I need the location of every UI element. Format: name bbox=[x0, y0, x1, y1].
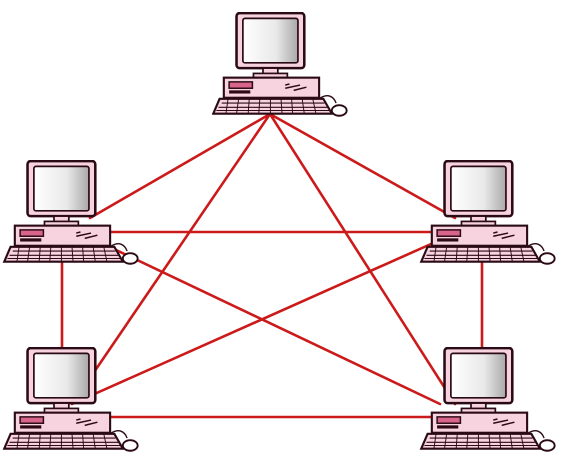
computer-bottom-right bbox=[419, 347, 557, 453]
link-top-to-left bbox=[88, 112, 272, 220]
computer-left bbox=[2, 160, 140, 266]
link-top-to-right bbox=[268, 112, 457, 220]
link-top-to-bottom-right bbox=[268, 112, 457, 406]
network-links bbox=[60, 112, 484, 419]
computer-bottom-left bbox=[2, 347, 140, 453]
desktop-computer-icon bbox=[212, 12, 349, 118]
desktop-computer-icon bbox=[2, 160, 140, 266]
desktop-computer-icon bbox=[2, 347, 140, 453]
link-top-to-bottom-left bbox=[88, 112, 272, 380]
desktop-computer-icon bbox=[419, 347, 557, 453]
computer-right bbox=[419, 160, 557, 266]
link-right-to-bottom-left bbox=[70, 238, 442, 406]
computer-top bbox=[212, 12, 349, 118]
desktop-computer-icon bbox=[419, 160, 557, 266]
link-left-to-bottom-right bbox=[93, 238, 442, 406]
